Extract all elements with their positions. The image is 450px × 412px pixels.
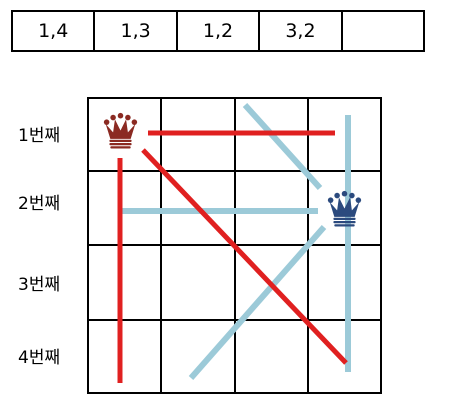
solution-stack: 1,4 1,3 1,2 3,2 bbox=[11, 10, 425, 52]
stack-cell-3: 1,2 bbox=[178, 12, 261, 50]
red-queen-attack-lines bbox=[117, 130, 348, 383]
stack-cell-4: 3,2 bbox=[260, 12, 343, 50]
row-label-4: 4번째 bbox=[18, 348, 61, 368]
row-label-1: 1번째 bbox=[18, 126, 61, 146]
blue-queen-attack-lines bbox=[120, 102, 351, 380]
blue-attack-diagonal bbox=[242, 102, 323, 191]
stack-cell-1: 1,4 bbox=[13, 12, 96, 50]
red-attack-diagonal bbox=[141, 148, 348, 365]
red-queen-icon bbox=[103, 112, 138, 149]
row-label-3: 3번째 bbox=[18, 275, 61, 295]
row-label-2: 2번째 bbox=[18, 194, 61, 214]
blue-queen-icon bbox=[327, 190, 362, 227]
stack-cell-2: 1,3 bbox=[95, 12, 178, 50]
blue-attack-anti-diagonal bbox=[188, 225, 327, 380]
